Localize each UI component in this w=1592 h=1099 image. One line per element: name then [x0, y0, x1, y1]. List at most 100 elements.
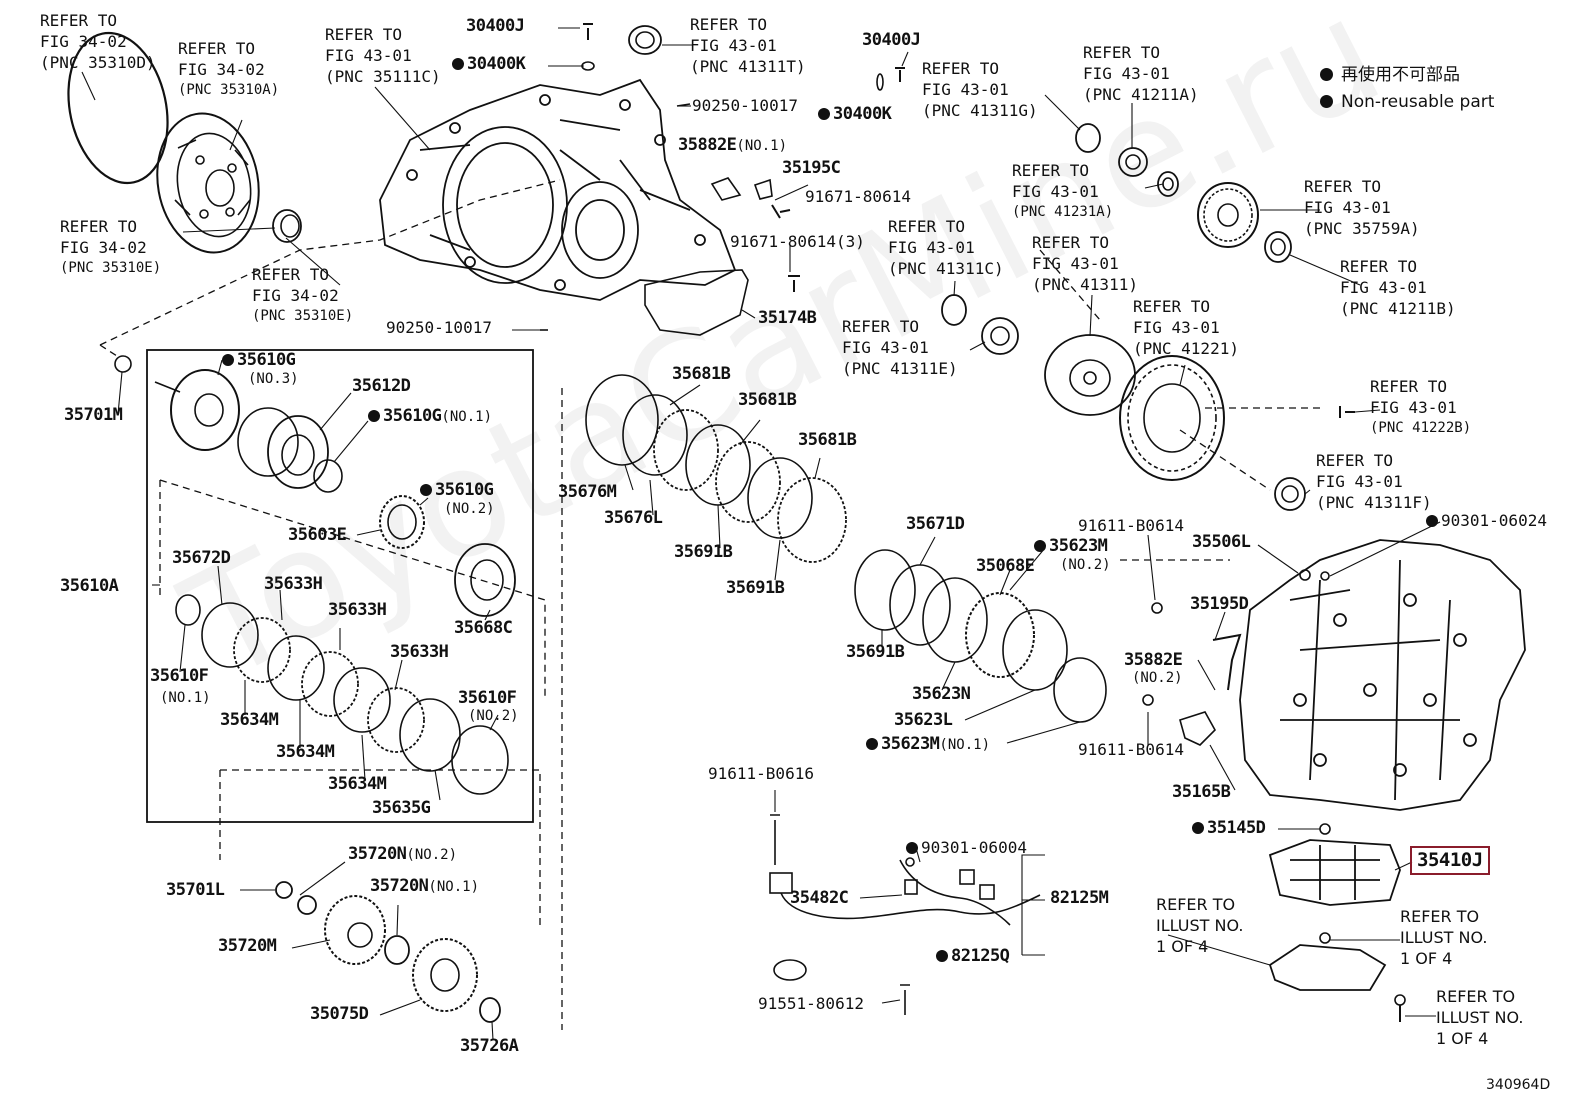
- ref-line: (PNC 41311C): [888, 259, 1004, 278]
- part-35603E[interactable]: 35603E: [288, 525, 347, 545]
- part-35634M-a[interactable]: 35634M: [220, 710, 279, 730]
- part-35676M[interactable]: 35676M: [558, 482, 617, 502]
- non-reusable-dot-icon: [368, 410, 380, 422]
- part-35610G-no1[interactable]: 35610G(NO.1): [368, 408, 492, 425]
- part-35882E-no1[interactable]: 35882E(NO.1): [678, 137, 787, 154]
- part-35633H-a[interactable]: 35633H: [264, 574, 323, 594]
- part-30400J-b[interactable]: 30400J: [862, 30, 921, 50]
- part-35482C[interactable]: 35482C: [790, 888, 849, 908]
- part-35671D[interactable]: 35671D: [906, 514, 965, 534]
- ref-line: ILLUST NO.: [1156, 916, 1244, 935]
- part-35634M-c[interactable]: 35634M: [328, 774, 387, 794]
- part-91611-B0614-b[interactable]: 91611-B0614: [1078, 740, 1184, 759]
- part-35610G-no2[interactable]: 35610G: [420, 480, 494, 500]
- part-35691B-b[interactable]: 35691B: [726, 578, 785, 598]
- part-91611-B0614-a[interactable]: 91611-B0614: [1078, 516, 1184, 535]
- part-35720N-no1[interactable]: 35720N(NO.1): [370, 878, 479, 895]
- ref-line: FIG 43-01: [690, 36, 777, 55]
- clutch-plates-middle: [585, 374, 847, 563]
- part-variant: (NO.1): [441, 409, 492, 425]
- part-35635G[interactable]: 35635G: [372, 798, 431, 818]
- part-35174B[interactable]: 35174B: [758, 308, 817, 328]
- gear-35720M: [324, 895, 386, 965]
- ref-line: (PNC 41311): [1032, 275, 1138, 294]
- part-35612D[interactable]: 35612D: [352, 376, 411, 396]
- part-35668C[interactable]: 35668C: [454, 618, 513, 638]
- part-35195D[interactable]: 35195D: [1190, 594, 1249, 614]
- part-35610F-no1-variant: (NO.1): [160, 690, 211, 706]
- part-35676L[interactable]: 35676L: [604, 508, 663, 528]
- part-90301-06004[interactable]: 90301-06004: [906, 840, 1027, 856]
- part-35720M[interactable]: 35720M: [218, 936, 277, 956]
- part-91671-80614[interactable]: 91671-80614: [805, 187, 911, 206]
- part-35633H-c[interactable]: 35633H: [390, 642, 449, 662]
- part-35882E-no2[interactable]: 35882E: [1124, 650, 1183, 670]
- part-35701L[interactable]: 35701L: [166, 880, 225, 900]
- part-90250-10017-b[interactable]: 90250-10017: [386, 318, 492, 337]
- part-35610F-no1[interactable]: 35610F: [150, 666, 209, 686]
- part-35691B-c[interactable]: 35691B: [846, 642, 905, 662]
- part-35623N[interactable]: 35623N: [912, 684, 971, 704]
- part-35681B-c[interactable]: 35681B: [798, 430, 857, 450]
- part-35672D[interactable]: 35672D: [172, 548, 231, 568]
- part-35145D[interactable]: 35145D: [1192, 820, 1266, 837]
- part-35691B-a[interactable]: 35691B: [674, 542, 733, 562]
- part-82125Q[interactable]: 82125Q: [936, 948, 1010, 965]
- part-91671-80614-qty3[interactable]: 91671-80614(3): [730, 232, 865, 251]
- part-35075D[interactable]: 35075D: [310, 1004, 369, 1024]
- part-35165B[interactable]: 35165B: [1172, 782, 1231, 802]
- part-35610A[interactable]: 35610A: [60, 576, 119, 596]
- part-90250-10017-a[interactable]: 90250-10017: [692, 96, 798, 115]
- part-82125M[interactable]: 82125M: [1050, 888, 1109, 908]
- ref-line: FIG 43-01: [325, 46, 412, 65]
- part-30400K-a[interactable]: 30400K: [452, 56, 526, 73]
- part-30400K-b[interactable]: 30400K: [818, 106, 892, 123]
- part-35410J-highlighted[interactable]: 35410J: [1410, 846, 1490, 875]
- part-35610F-no2[interactable]: 35610F: [458, 688, 517, 708]
- part-35634M-b[interactable]: 35634M: [276, 742, 335, 762]
- part-35720N-no2[interactable]: 35720N(NO.2): [348, 846, 457, 863]
- part-91551-80612[interactable]: 91551-80612: [758, 994, 864, 1013]
- part-35623M-no1[interactable]: 35623M(NO.1): [866, 736, 990, 753]
- part-35681B-a[interactable]: 35681B: [672, 364, 731, 384]
- part-35633H-b[interactable]: 35633H: [328, 600, 387, 620]
- part-35681B-b[interactable]: 35681B: [738, 390, 797, 410]
- ref-line: (PNC 35759A): [1304, 219, 1420, 238]
- part-35623M-no2[interactable]: 35623M: [1034, 538, 1108, 555]
- part-35726A[interactable]: 35726A: [460, 1036, 519, 1056]
- part-30400J-a[interactable]: 30400J: [466, 16, 525, 36]
- part-35701M[interactable]: 35701M: [64, 405, 123, 425]
- part-35068E[interactable]: 35068E: [976, 556, 1035, 576]
- part-35610G-no3[interactable]: 35610G: [222, 352, 296, 369]
- ref-line: 1 OF 4: [1400, 949, 1453, 968]
- part-variant: (NO.1): [939, 737, 990, 753]
- part-number: 35610G: [435, 480, 494, 500]
- part-35623L[interactable]: 35623L: [894, 710, 953, 730]
- part-90301-06024[interactable]: 90301-06024: [1426, 513, 1547, 529]
- ref-line: (PNC 41311T): [690, 57, 806, 76]
- part-91611-B0616[interactable]: 91611-B0616: [708, 764, 814, 783]
- part-35195C[interactable]: 35195C: [782, 158, 841, 178]
- part-35506L[interactable]: 35506L: [1192, 532, 1251, 552]
